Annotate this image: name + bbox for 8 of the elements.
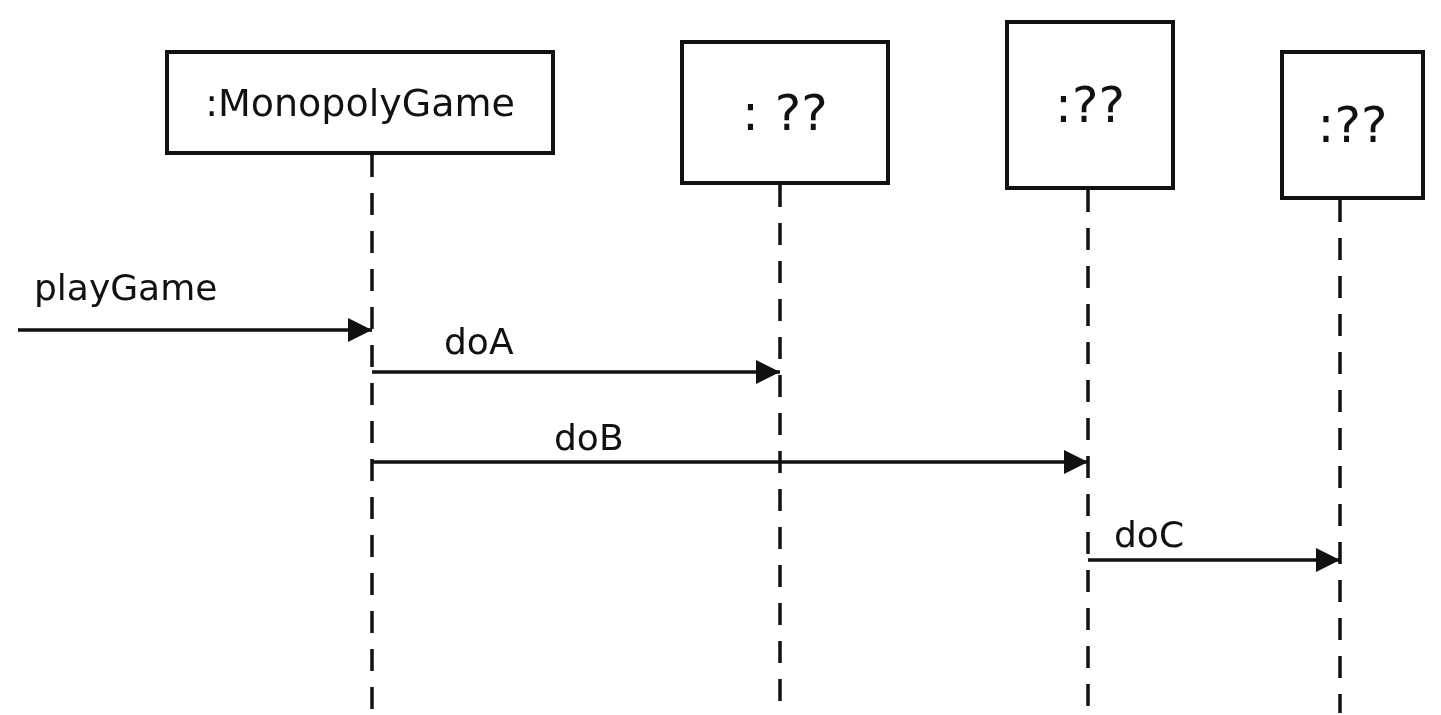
object-name: :MonopolyGame	[205, 80, 515, 125]
object-name: :??	[1055, 76, 1125, 134]
object-name: : ??	[742, 83, 828, 142]
message-arrow	[372, 359, 780, 385]
message-arrow	[1088, 547, 1340, 573]
message-arrow	[372, 449, 1088, 475]
message-arrow	[18, 317, 372, 343]
object-name: :??	[1317, 96, 1388, 154]
